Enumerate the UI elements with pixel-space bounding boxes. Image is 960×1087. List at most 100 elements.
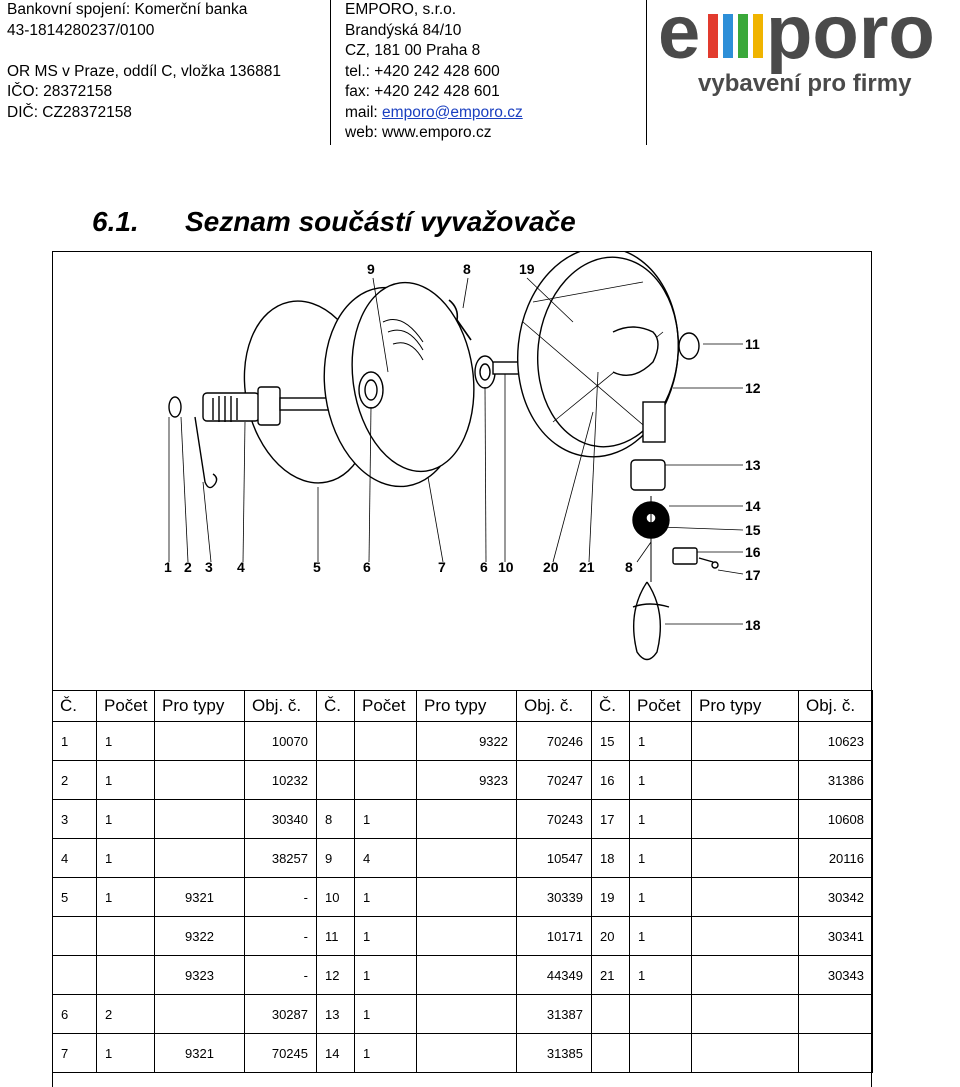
- emporo-logo-mark: e poro: [658, 0, 935, 75]
- table-cell: 9321: [154, 877, 245, 917]
- table-cell: 9321: [154, 1033, 245, 1073]
- table-cell: 1: [354, 916, 417, 956]
- table-cell: 30342: [798, 877, 873, 917]
- label-13: 13: [745, 457, 761, 473]
- col-header: Č.: [316, 690, 355, 722]
- table-cell: 17: [591, 799, 630, 839]
- label-19: 19: [519, 261, 535, 277]
- table-cell: [52, 955, 97, 995]
- label-1: 1: [164, 559, 172, 575]
- table-cell: 5: [52, 877, 97, 917]
- table-cell: [691, 838, 799, 878]
- label-10: 10: [498, 559, 514, 575]
- parts-table: Č. Počet Pro typy Obj. č. Č. Počet Pro t…: [52, 690, 873, 1073]
- table-cell: [154, 799, 245, 839]
- col-header: Pro typy: [691, 690, 799, 722]
- table-cell: [154, 721, 245, 761]
- table-cell: 20: [591, 916, 630, 956]
- label-8: 8: [625, 559, 633, 575]
- table-cell: 10608: [798, 799, 873, 839]
- company-web: web: www.emporo.cz: [345, 124, 492, 141]
- table-cell: [416, 877, 517, 917]
- table-cell: [691, 916, 799, 956]
- table-cell: [52, 916, 97, 956]
- table-cell: 6: [52, 994, 97, 1034]
- table-cell: [154, 838, 245, 878]
- figure-frame: [52, 251, 872, 1087]
- label-9: 9: [367, 261, 375, 277]
- label-5: 5: [313, 559, 321, 575]
- registry-line: OR MS v Praze, oddíl C, vložka 136881: [7, 62, 281, 80]
- table-cell: [416, 994, 517, 1034]
- table-cell: 18: [591, 838, 630, 878]
- table-cell: 70245: [244, 1033, 317, 1073]
- table-cell: -: [244, 955, 317, 995]
- table-cell: 1: [96, 760, 155, 800]
- table-cell: 30340: [244, 799, 317, 839]
- table-cell: 70246: [516, 721, 592, 761]
- company-name: EMPORO, s.r.o.: [345, 1, 457, 18]
- label-6b: 6: [480, 559, 488, 575]
- table-cell: [416, 916, 517, 956]
- label-12: 12: [745, 380, 761, 396]
- label-11: 11: [745, 336, 760, 352]
- table-cell: 21: [591, 955, 630, 995]
- table-cell: 15: [591, 721, 630, 761]
- section-number: 6.1.: [92, 206, 139, 237]
- table-cell: 9322: [416, 721, 517, 761]
- table-cell: [354, 760, 417, 800]
- table-cell: [691, 1033, 799, 1073]
- table-cell: [416, 955, 517, 995]
- company-street: Brandýská 84/10: [345, 21, 462, 39]
- mail-link[interactable]: emporo@emporo.cz: [382, 103, 523, 121]
- table-cell: [416, 838, 517, 878]
- table-cell: [96, 955, 155, 995]
- table-cell: 10547: [516, 838, 592, 878]
- company-tel: tel.: +420 242 428 600: [345, 62, 500, 80]
- table-cell: 1: [96, 721, 155, 761]
- table-cell: 38257: [244, 838, 317, 878]
- table-header-row: Č. Počet Pro typy Obj. č. Č. Počet Pro t…: [52, 690, 873, 722]
- table-cell: 30341: [798, 916, 873, 956]
- col-header: Počet: [96, 690, 155, 722]
- table-cell: 1: [96, 877, 155, 917]
- label-14: 14: [745, 498, 761, 514]
- table-cell: [691, 760, 799, 800]
- col-header: Počet: [629, 690, 692, 722]
- table-cell: [629, 1033, 692, 1073]
- table-cell: 30339: [516, 877, 592, 917]
- company-fax: fax: +420 242 428 601: [345, 83, 500, 100]
- table-cell: 4: [52, 838, 97, 878]
- table-cell: [416, 1033, 517, 1073]
- col-header: Pro typy: [154, 690, 245, 722]
- table-cell: 31387: [516, 994, 592, 1034]
- col-header: Pro typy: [416, 690, 517, 722]
- table-cell: 20116: [798, 838, 873, 878]
- table-cell: 16: [591, 760, 630, 800]
- table-cell: 30287: [244, 994, 317, 1034]
- bank-line: Bankovní spojení: Komerční banka: [7, 1, 248, 18]
- table-cell: [154, 760, 245, 800]
- svg-text:e: e: [658, 0, 700, 75]
- mail-label: mail:: [345, 103, 383, 121]
- table-cell: [691, 721, 799, 761]
- section-title-text: Seznam součástí vyvažovače: [185, 206, 576, 237]
- section-title: 6.1. Seznam součástí vyvažovače: [92, 206, 576, 238]
- label-2: 2: [184, 559, 192, 575]
- col-header: Č.: [52, 690, 97, 722]
- table-cell: 12: [316, 955, 355, 995]
- table-cell: 10171: [516, 916, 592, 956]
- table-cell: 4: [354, 838, 417, 878]
- table-cell: 1: [629, 838, 692, 878]
- table-cell: 10232: [244, 760, 317, 800]
- label-17: 17: [745, 567, 761, 583]
- table-cell: -: [244, 877, 317, 917]
- table-cell: [316, 760, 355, 800]
- table-cell: 1: [354, 1033, 417, 1073]
- table-cell: [154, 994, 245, 1034]
- col-header: Obj. č.: [516, 690, 592, 722]
